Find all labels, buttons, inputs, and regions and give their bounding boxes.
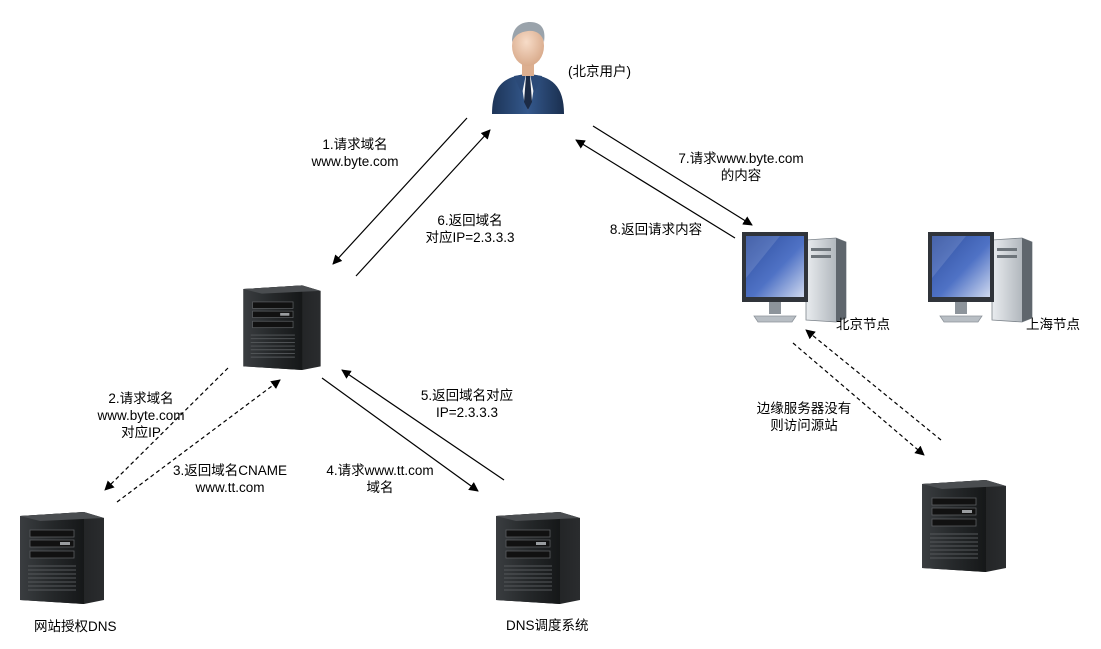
edge-8-label-line1: 8.返回请求内容 — [609, 222, 703, 237]
edge-3-label-line2: www.tt.com — [195, 480, 265, 495]
edge-6-label-line2: 对应IP=2.3.3.3 — [425, 230, 515, 245]
edge-6-label-line1: 6.返回域名 — [437, 213, 503, 228]
desktop-computer-icon — [741, 231, 847, 323]
edge-1-label-line1: 1.请求域名 — [322, 137, 388, 152]
businessman-icon — [492, 22, 564, 114]
edge-origin-label-line1: 边缘服务器没有 — [756, 401, 852, 416]
edge-origin-arrow-back — [805, 329, 942, 441]
edge-1-label: 1.请求域名 www.byte.com — [300, 136, 410, 170]
local-dns-node — [242, 284, 322, 370]
edge-5-arrow — [341, 369, 505, 481]
server-tower-icon — [495, 511, 581, 605]
edge-7-label-line2: 的内容 — [720, 168, 762, 183]
edge-7-label-line1: 7.请求www.byte.com — [678, 151, 804, 166]
edge-1-label-line2: www.byte.com — [311, 154, 399, 169]
edge-3-label-line1: 3.返回域名CNAME — [172, 463, 287, 478]
edge-2-label-line2: www.byte.com — [97, 408, 185, 423]
edge-1-arrow — [332, 117, 468, 265]
edge-3-label: 3.返回域名CNAME www.tt.com — [160, 462, 300, 496]
authoritative-dns-label: 网站授权DNS — [34, 619, 117, 634]
edge-4-arrow — [321, 377, 479, 492]
authoritative-dns-node — [19, 511, 105, 605]
edge-7-arrow — [592, 125, 753, 226]
edge-4-label-line2: 域名 — [366, 480, 394, 495]
edge-5-label-line2: IP=2.3.3.3 — [436, 405, 498, 420]
edge-5-label: 5.返回域名对应 IP=2.3.3.3 — [404, 387, 530, 421]
dns-scheduler-label: DNS调度系统 — [506, 618, 589, 633]
edge-6-arrow — [355, 129, 491, 277]
edge-2-label-line1: 2.请求域名 — [108, 391, 174, 406]
edge-origin-label: 边缘服务器没有 则访问源站 — [744, 400, 864, 434]
dns-scheduler-node — [495, 511, 581, 605]
shanghai-node-label: 上海节点 — [1026, 317, 1080, 332]
edge-3-arrow — [116, 379, 281, 503]
origin-server-node — [921, 479, 1007, 573]
user-node — [492, 22, 564, 114]
user-label: (北京用户) — [568, 64, 631, 79]
server-tower-icon — [242, 284, 322, 370]
edge-origin-label-line2: 则访问源站 — [770, 418, 838, 433]
edge-6-label: 6.返回域名 对应IP=2.3.3.3 — [410, 212, 530, 246]
desktop-computer-icon — [927, 231, 1033, 323]
shanghai-node — [927, 231, 1033, 323]
beijing-node-label: 北京节点 — [836, 317, 890, 332]
edge-origin-arrow-out — [792, 342, 925, 456]
edge-2-label: 2.请求域名 www.byte.com 对应IP — [86, 390, 196, 441]
edge-2-arrow — [104, 367, 229, 491]
edge-8-arrow — [575, 139, 736, 239]
edge-4-label: 4.请求www.tt.com 域名 — [312, 462, 448, 496]
beijing-node — [741, 231, 847, 323]
edge-2-label-line3: 对应IP — [121, 425, 161, 440]
edge-5-label-line1: 5.返回域名对应 — [420, 388, 514, 403]
edge-8-label: 8.返回请求内容 — [598, 221, 714, 238]
edge-7-label: 7.请求www.byte.com 的内容 — [666, 150, 816, 184]
edge-4-label-line1: 4.请求www.tt.com — [326, 463, 434, 478]
server-tower-icon — [921, 479, 1007, 573]
server-tower-icon — [19, 511, 105, 605]
